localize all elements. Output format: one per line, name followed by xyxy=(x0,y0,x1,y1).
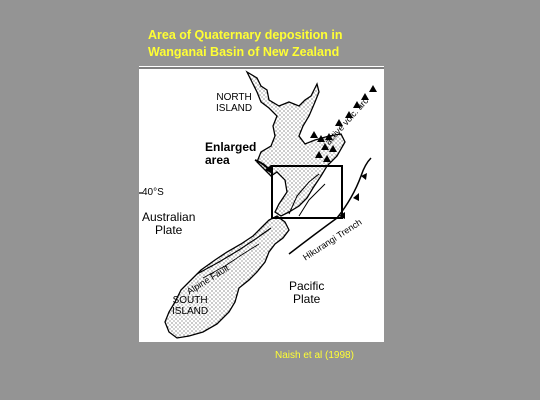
title-line-1: Area of Quaternary deposition in xyxy=(148,28,343,42)
south-island-line-1: SOUTH xyxy=(172,295,208,306)
south-island-label: SOUTH ISLAND xyxy=(172,295,208,317)
basin-fault-line xyxy=(288,173,320,215)
north-island-shape xyxy=(245,70,346,217)
australian-line-1: Australian xyxy=(142,210,196,224)
title-line-2: Wanganai Basin of New Zealand xyxy=(148,45,340,59)
north-island-line-1: NORTH xyxy=(216,92,252,103)
south-island-line-2: ISLAND xyxy=(172,306,209,317)
north-island-label: NORTH ISLAND xyxy=(216,92,252,114)
alpine-fault-line xyxy=(196,227,272,275)
basin-fault-line-2 xyxy=(298,183,326,217)
south-island-shape xyxy=(164,215,290,339)
enlarged-area-label: Enlarged area xyxy=(205,141,256,167)
arrow-head xyxy=(265,165,273,174)
volcanic-arc-triangles xyxy=(310,85,377,162)
citation: Naish et al (1998) xyxy=(275,350,354,361)
enlarged-area-box xyxy=(271,165,343,219)
north-island-line-2: ISLAND xyxy=(216,103,253,114)
map-drawing xyxy=(139,67,384,339)
australian-line-2: Plate xyxy=(155,223,183,237)
pacific-line-2: Plate xyxy=(292,292,321,306)
new-zealand-map: NORTH ISLAND Enlarged area 40°S Australi… xyxy=(139,66,384,342)
fault-trace-2 xyxy=(202,243,260,279)
pacific-plate-label: Pacific Plate xyxy=(289,280,324,306)
pacific-line-1: Pacific xyxy=(289,279,325,293)
enlarged-line-1: Enlarged xyxy=(205,140,257,154)
latitude-label: 40°S xyxy=(142,187,164,198)
slide-title: Area of Quaternary deposition in Wangana… xyxy=(148,27,342,61)
enlarged-line-2: area xyxy=(205,153,230,167)
australian-plate-label: Australian Plate xyxy=(142,211,195,237)
trench-teeth xyxy=(339,173,367,219)
hikurangi-trench-line xyxy=(288,157,372,255)
